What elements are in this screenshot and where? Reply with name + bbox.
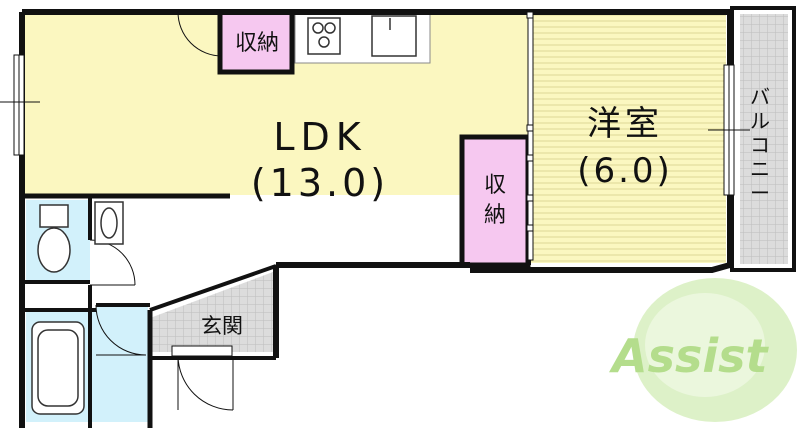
bathtub-icon: [31, 321, 85, 415]
closet-western: [463, 138, 527, 264]
door-closet-kitchen: [177, 11, 223, 57]
window-left: [0, 54, 40, 156]
watermark-text: Assist: [609, 329, 770, 383]
svg-text:ニ: ニ: [750, 157, 770, 181]
washbasin-icon: [94, 201, 124, 245]
svg-text:ル: ル: [750, 109, 770, 133]
western-label: 洋室: [587, 104, 663, 144]
entrance-label: 玄関: [201, 314, 243, 338]
closet-western-label-2: 納: [484, 203, 506, 228]
toilet-icon: [37, 204, 71, 273]
entrance: [150, 272, 273, 352]
watermark-logo: Assist: [609, 278, 797, 422]
western-size: (6.0): [577, 151, 673, 191]
stove-icon: [307, 17, 341, 55]
sliding-door-western: [526, 11, 534, 261]
sink-icon: [371, 15, 417, 57]
ldk-label: LDK: [273, 115, 366, 159]
balcony-label: バ ル コ ニ ー: [750, 85, 770, 205]
svg-text:バ: バ: [750, 85, 770, 109]
closet-kitchen-label: 収納: [235, 31, 279, 56]
door-bath: [95, 304, 147, 356]
door-entrance: [171, 345, 234, 411]
window-right: [708, 64, 750, 196]
closet-kitchen: [222, 13, 292, 71]
svg-text:コ: コ: [750, 133, 770, 157]
svg-text:ー: ー: [750, 181, 770, 205]
room-western: [530, 13, 726, 263]
ldk-size: (13.0): [251, 161, 389, 205]
closet-western-label-1: 収: [484, 173, 506, 198]
